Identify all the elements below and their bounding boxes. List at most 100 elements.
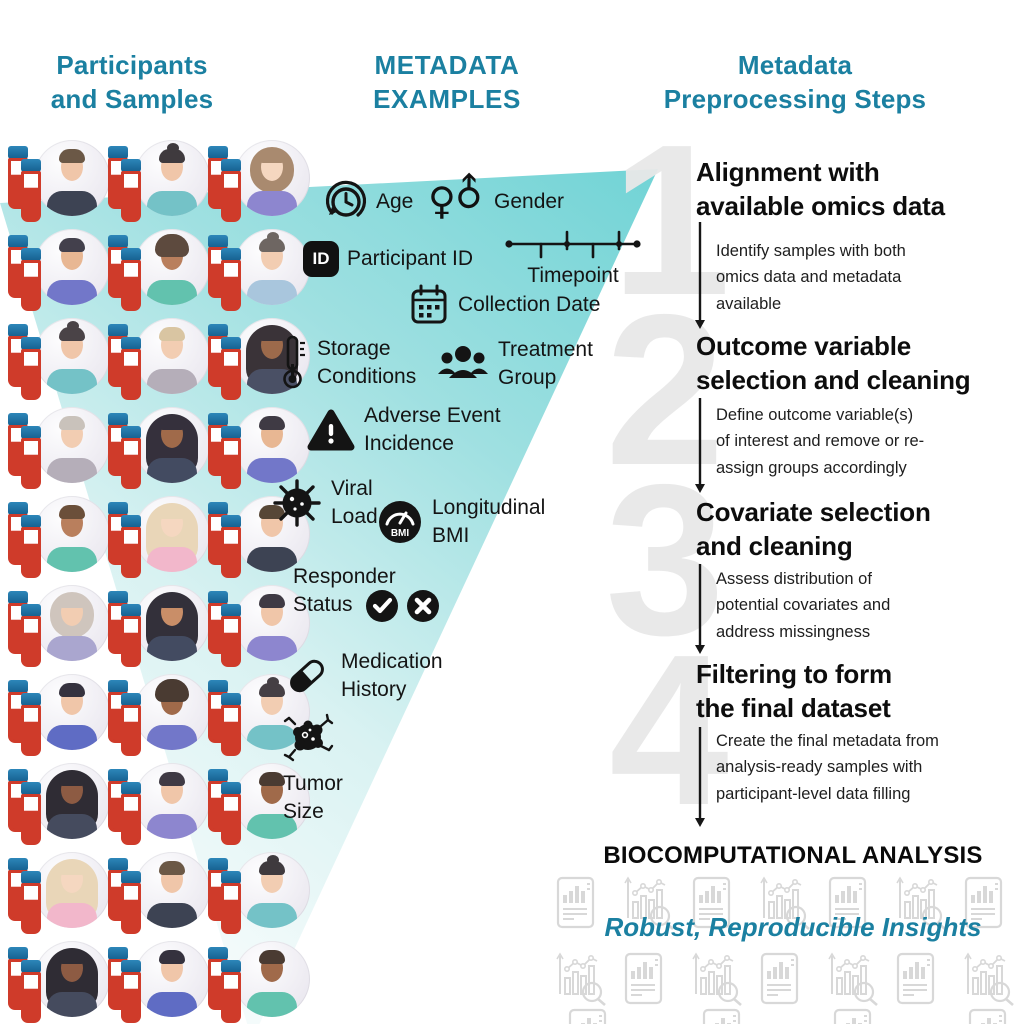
participant-avatar [34, 674, 110, 750]
biocomputational-analysis-title: BIOCOMPUTATIONAL ANALYSIS [603, 842, 983, 869]
calendar-icon [411, 284, 447, 324]
participant-avatar [234, 852, 310, 928]
participant-sample [108, 761, 212, 847]
report-doc-icon [760, 952, 799, 1005]
chart-magnifier-icon [692, 952, 742, 1006]
report-doc-icon [624, 952, 663, 1005]
analysis-icon [896, 876, 948, 935]
participant-sample [208, 939, 312, 1024]
participant-avatar [34, 852, 110, 928]
step-number-watermark-4: 4 [609, 609, 729, 850]
blood-tube-icon [121, 248, 141, 311]
participant-avatar [34, 941, 110, 1017]
participant-sample [8, 672, 112, 758]
storage-conditions-label: Storage Conditions [317, 336, 417, 388]
analysis-icon [692, 952, 744, 1011]
insights-tagline: Robust, Reproducible Insights [604, 912, 982, 942]
blood-tube-icon [221, 960, 241, 1023]
gender-icon: ♀ ♂ [428, 165, 497, 223]
cross-circle-icon [407, 590, 439, 622]
participant-sample [8, 405, 112, 491]
analysis-icon [624, 952, 668, 1011]
analysis-icon [896, 952, 940, 1011]
participant-sample [8, 494, 112, 580]
blood-tube-icon [21, 515, 41, 578]
blood-tube-icon [221, 426, 241, 489]
participant-sample [108, 405, 212, 491]
report-doc-icon [692, 876, 731, 929]
step-2-title: Outcome variable selection and cleaning [696, 331, 971, 395]
report-doc-icon [896, 952, 935, 1005]
report-doc-icon [568, 1008, 607, 1024]
participant-sample [108, 939, 212, 1024]
people-group-icon [438, 346, 488, 379]
participant-sample [108, 583, 212, 669]
metadata-item-treatment-group: Treatment Group [436, 336, 593, 393]
tumor-size-label: Tumor Size [283, 772, 343, 824]
longitudinal-bmi-label: Longitudinal BMI [432, 496, 546, 548]
step-2-description: Define outcome variable(s) of interest a… [716, 406, 925, 477]
tumor-icon [283, 713, 334, 762]
metadata-item-age: Age [322, 179, 413, 225]
participant-avatar [34, 318, 110, 394]
participant-avatar [34, 140, 110, 216]
collection-date-label: Collection Date [458, 292, 601, 316]
medication-history-label: Medication History [341, 650, 443, 702]
participants-column-title: Participants and Samples [50, 50, 214, 115]
participant-sample [8, 583, 112, 669]
metadata-item-viral-load: Viral Load [271, 475, 378, 532]
preprocessing-column-title: Metadata Preprocessing Steps [663, 50, 927, 115]
participant-avatar [34, 763, 110, 839]
blood-tube-icon [221, 693, 241, 756]
blood-tube-icon [121, 782, 141, 845]
participant-avatar [234, 407, 310, 483]
participant-sample [8, 939, 112, 1024]
participant-avatar [134, 407, 210, 483]
participant-avatar [134, 496, 210, 572]
participant-avatar [234, 941, 310, 1017]
step-3-title: Covariate selection and cleaning [696, 497, 931, 561]
chart-magnifier-icon [964, 952, 1014, 1006]
metadata-item-timepoint: Timepoint [505, 230, 641, 290]
blood-tube-icon [121, 337, 141, 400]
participant-sample [8, 227, 112, 313]
blood-tube-icon [121, 960, 141, 1023]
blood-tube-icon [21, 159, 41, 222]
virus-icon [273, 479, 321, 528]
participant-avatar [134, 763, 210, 839]
participant-sample [108, 672, 212, 758]
chart-magnifier-icon [828, 952, 878, 1006]
blood-tube-icon [21, 604, 41, 667]
step-1-title: Alignment with available omics data [696, 157, 945, 221]
timeline-icon [505, 230, 641, 259]
capsule-icon [290, 660, 324, 693]
blood-tube-icon [121, 604, 141, 667]
participant-avatar [134, 941, 210, 1017]
analysis-icon [692, 876, 736, 935]
analysis-icon [964, 952, 1016, 1011]
metadata-item-longitudinal-bmi: BMI Longitudinal BMI [376, 494, 545, 551]
analysis-icon [968, 1008, 1012, 1024]
metadata-column-title: METADATA EXAMPLES [373, 50, 521, 115]
participant-avatar [34, 407, 110, 483]
clock-icon [325, 180, 367, 217]
analysis-icon [964, 876, 1008, 935]
blood-tube-icon [221, 337, 241, 400]
metadata-item-gender: ♀ ♂ Gender [428, 165, 565, 228]
blood-tube-icon [221, 159, 241, 222]
blood-tube-icon [21, 960, 41, 1023]
warning-triangle-icon [307, 409, 355, 451]
blood-tube-icon [121, 159, 141, 222]
analysis-icon [828, 876, 872, 935]
participant-sample [108, 494, 212, 580]
chart-magnifier-icon [556, 952, 606, 1006]
analysis-icon [702, 1008, 746, 1024]
metadata-item-medication-history: Medication History [281, 648, 443, 705]
participant-avatar [234, 229, 310, 305]
blood-tube-icon [121, 426, 141, 489]
report-doc-icon [964, 876, 1003, 929]
blood-tube-icon [21, 782, 41, 845]
blood-tube-icon [221, 515, 241, 578]
gender-label: Gender [494, 189, 565, 213]
